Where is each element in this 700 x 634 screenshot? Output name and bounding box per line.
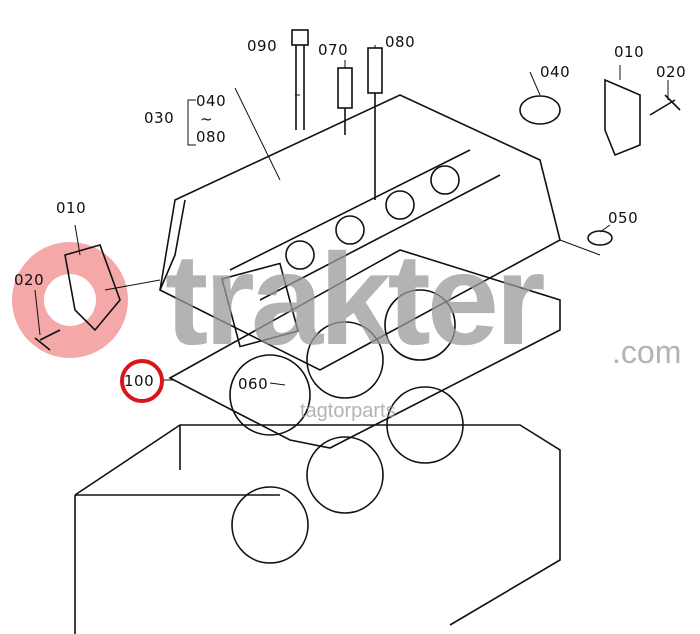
label-range-tilde: ~ bbox=[200, 110, 214, 128]
label-100-highlighted: 100 bbox=[124, 372, 155, 390]
plug-050 bbox=[587, 230, 613, 246]
head-bolt bbox=[291, 29, 309, 130]
valve-guides bbox=[337, 47, 383, 200]
engine-block bbox=[74, 424, 561, 634]
logo-gear-watermark bbox=[12, 242, 128, 358]
watermark-brand: trakter bbox=[165, 226, 546, 372]
label-080: 080 bbox=[385, 33, 416, 51]
label-090: 090 bbox=[247, 37, 278, 55]
bolt-020-left bbox=[34, 329, 61, 351]
label-040-right: 040 bbox=[540, 63, 571, 81]
bracket-right bbox=[604, 78, 641, 157]
bracket-left bbox=[64, 244, 121, 332]
leader-lines bbox=[34, 45, 669, 386]
label-020-left: 020 bbox=[14, 271, 45, 289]
label-010-left: 010 bbox=[56, 199, 87, 217]
highlight-circle-100 bbox=[120, 359, 164, 403]
label-050: 050 bbox=[608, 209, 639, 227]
head-gasket bbox=[168, 249, 561, 564]
bolt-020-right bbox=[649, 94, 681, 116]
watermark-sub: tagtorparts bbox=[300, 400, 396, 422]
label-060: 060 bbox=[238, 375, 269, 393]
label-070: 070 bbox=[318, 41, 349, 59]
label-080-range-end: 080 bbox=[196, 128, 227, 146]
label-030: 030 bbox=[144, 109, 175, 127]
label-040-range-start: 040 bbox=[196, 92, 227, 110]
label-020-right: 020 bbox=[656, 63, 687, 81]
watermark-domain: .com bbox=[612, 334, 682, 370]
plug-040 bbox=[519, 95, 561, 125]
label-010-right: 010 bbox=[614, 43, 645, 61]
